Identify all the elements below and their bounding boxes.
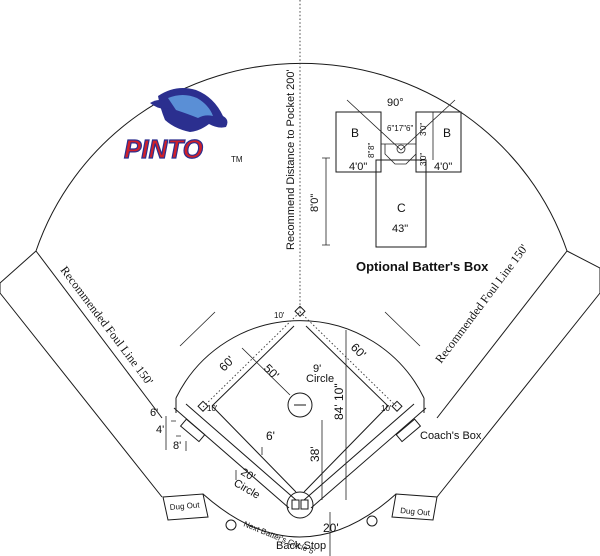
dim-line-60-right: [384, 311, 421, 347]
box-right-dim-mid: 3'0": [419, 153, 428, 166]
box-angle-lines: [346, 99, 456, 151]
pitcher-circle: [287, 392, 313, 418]
dotted-basepath-right: [299, 311, 398, 408]
dugout-left-box: [162, 493, 209, 521]
diamond-baseline-left: [211, 405, 297, 493]
dist-20-bottom: 20': [323, 521, 339, 535]
basepath-right-outer: [310, 407, 427, 509]
first-base: [391, 400, 403, 412]
box-b-left: B: [351, 126, 359, 140]
optional-batters-box: [322, 99, 462, 248]
brand-trademark: TM: [231, 155, 243, 164]
brand-name: PINTO: [124, 134, 203, 164]
dugout-right-box: [391, 493, 438, 521]
dugout-right-label: Dug Out: [400, 506, 431, 518]
dotted-basepath-left: [202, 311, 301, 408]
back-stop-arc: [202, 493, 397, 538]
basepath-left-inner: [185, 403, 297, 501]
box-c: C: [397, 201, 406, 215]
box-len: 8'0": [309, 194, 321, 212]
box-c-width: 43": [392, 223, 408, 235]
coach-box-left: [179, 418, 206, 443]
home-box-left: [291, 499, 300, 510]
box-small-8a: 8": [367, 143, 376, 150]
ten-right: 10': [381, 404, 392, 413]
box-w-left: 4'0": [349, 161, 367, 173]
coach-box-right: [395, 418, 422, 443]
boundary-right: [436, 250, 600, 498]
next-batter-circle-right: [366, 515, 378, 527]
box-angle: 90°: [387, 97, 404, 109]
pinto-logo: [150, 88, 228, 132]
side-4: 4': [156, 424, 164, 436]
diamond-right-inner: [305, 325, 389, 407]
base-60-right: 60': [348, 340, 369, 361]
ten-left: 10': [207, 404, 218, 413]
home-box-right: [300, 499, 309, 510]
box-top-dims: 6"17"6": [387, 124, 413, 133]
back-stop-label: Back Stop: [276, 540, 326, 552]
dist-84: 84' 10": [332, 383, 346, 420]
foul-line-left: [35, 250, 163, 419]
dugout-left-label: Dug Out: [169, 500, 200, 512]
dim-line-60-left: [179, 311, 216, 347]
batters-box-title: Optional Batter's Box: [356, 259, 489, 274]
box-b-left-rect: [335, 111, 382, 173]
dist-6: 6': [266, 429, 275, 443]
home-plate-circle: [286, 491, 314, 519]
box-ball: [396, 144, 406, 154]
coaches-box-label: Coach's Box: [420, 430, 482, 442]
side-6: 6': [150, 407, 158, 419]
box-c-rect: [375, 159, 427, 248]
foul-line-left-label: Recommended Foul Line 150': [58, 263, 157, 387]
box-small-8b: 8": [367, 151, 376, 158]
foul-line-right: [436, 250, 568, 419]
outfield-fence: [35, 62, 568, 252]
base-60-left: 60': [216, 353, 237, 374]
next-batter-circle-left: [225, 519, 237, 531]
third-base: [197, 400, 209, 412]
box-b-right: B: [443, 126, 451, 140]
second-base: [294, 305, 306, 317]
dim-line-50: [241, 347, 291, 396]
pocket-distance-label: Recommend Distance to Pocket 200': [285, 69, 297, 250]
side-8: 8': [173, 440, 181, 452]
box-plate: [381, 143, 417, 165]
box-w-right: 4'0": [434, 161, 452, 173]
ten-top: 10': [274, 311, 285, 320]
pitch-50: 50': [261, 361, 282, 382]
boundary-left: [0, 250, 163, 498]
circle-9: 9': [313, 363, 321, 375]
infield-arc: [175, 320, 425, 399]
side-ticks: [165, 416, 187, 451]
dist-38: 38': [308, 446, 322, 462]
circle-9-word: Circle: [306, 373, 334, 385]
box-len-dim: [322, 157, 330, 246]
box-right-dim-top: 3'0": [419, 123, 428, 136]
diamond-left-inner: [211, 325, 295, 407]
